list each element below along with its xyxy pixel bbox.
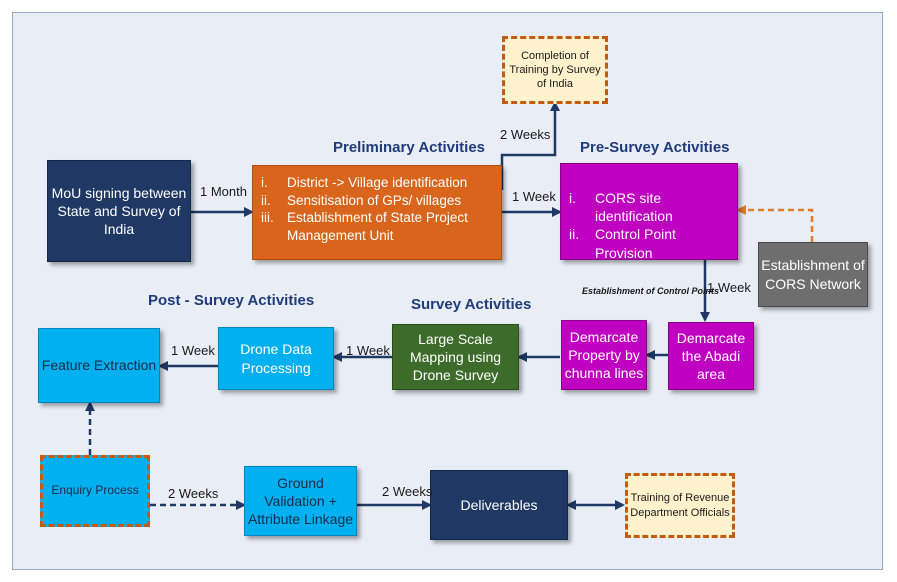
pre-survey-activities-box: i.CORS site identification ii.Control Po… [560, 163, 738, 261]
label-one-week-down: 1 Week [707, 280, 751, 295]
mou-text: MoU signing between State and Survey of … [51, 184, 187, 238]
training-survey-of-india-box: Completion of Training by Survey of Indi… [502, 36, 608, 104]
demarcate-abadi-text: Demarcate the Abadi area [676, 329, 746, 383]
training-revenue-text: Training of Revenue Department Officials [630, 492, 730, 519]
label-two-weeks-top: 2 Weeks [500, 127, 551, 142]
heading-pre-survey: Pre-Survey Activities [580, 139, 730, 156]
label-control-points: Establishment of Control Points [582, 286, 720, 296]
label-one-week-presurvey: 1 Week [512, 189, 556, 204]
drone-data-processing-box: Drone Data Processing [218, 327, 334, 390]
label-one-week-survey: 1 Week [346, 343, 390, 358]
heading-post-survey: Post - Survey Activities [148, 292, 315, 309]
deliverables-text: Deliverables [460, 496, 538, 513]
ground-validation-box: Ground Validation + Attribute Linkage [244, 466, 357, 536]
label-one-month: 1 Month [200, 184, 247, 199]
label-two-weeks-enquiry: 2 Weeks [168, 486, 219, 501]
demarcate-property-box: Demarcate Property by chunna lines [561, 320, 647, 390]
preliminary-activities-box: i.District -> Village identification ii.… [252, 165, 502, 260]
deliverables-box: Deliverables [430, 470, 568, 540]
heading-survey: Survey Activities [411, 296, 532, 313]
enquiry-process-text: Enquiry Process [51, 483, 139, 498]
feature-extraction-text: Feature Extraction [41, 357, 157, 374]
arrow-cors-to-presurvey [736, 205, 814, 242]
heading-preliminary: Preliminary Activities [333, 139, 486, 156]
label-two-weeks-deliverables: 2 Weeks [382, 484, 433, 499]
large-scale-mapping-text: Large Scale Mapping using Drone Survey [409, 330, 502, 384]
preliminary-item-3: iii. Establishment of State Project Mana… [261, 210, 468, 243]
label-one-week-feature: 1 Week [171, 343, 215, 358]
demarcate-property-text: Demarcate Property by chunna lines [564, 328, 644, 382]
pre-survey-item-1: i.CORS site identification [569, 190, 673, 225]
enquiry-process-box: Enquiry Process [40, 455, 150, 527]
training-revenue-box: Training of Revenue Department Officials [625, 473, 735, 538]
large-scale-mapping-box: Large Scale Mapping using Drone Survey [392, 324, 519, 390]
mou-box: MoU signing between State and Survey of … [47, 160, 191, 262]
cors-network-box: Establishment of CORS Network [758, 242, 868, 307]
arrow-preliminary-to-training [500, 101, 560, 190]
preliminary-item-2: ii.Sensitisation of GPs/ villages [261, 192, 462, 208]
drone-data-processing-text: Drone Data Processing [240, 341, 312, 376]
cors-network-text: Establishment of CORS Network [761, 257, 865, 292]
feature-extraction-box: Feature Extraction [38, 328, 160, 403]
ground-validation-text: Ground Validation + Attribute Linkage [247, 474, 354, 528]
training-soi-text: Completion of Training by Survey of Indi… [509, 49, 601, 91]
preliminary-item-1: i.District -> Village identification [261, 175, 468, 190]
demarcate-abadi-box: Demarcate the Abadi area [668, 322, 754, 390]
pre-survey-item-2: ii.Control Point Provision [569, 226, 676, 261]
